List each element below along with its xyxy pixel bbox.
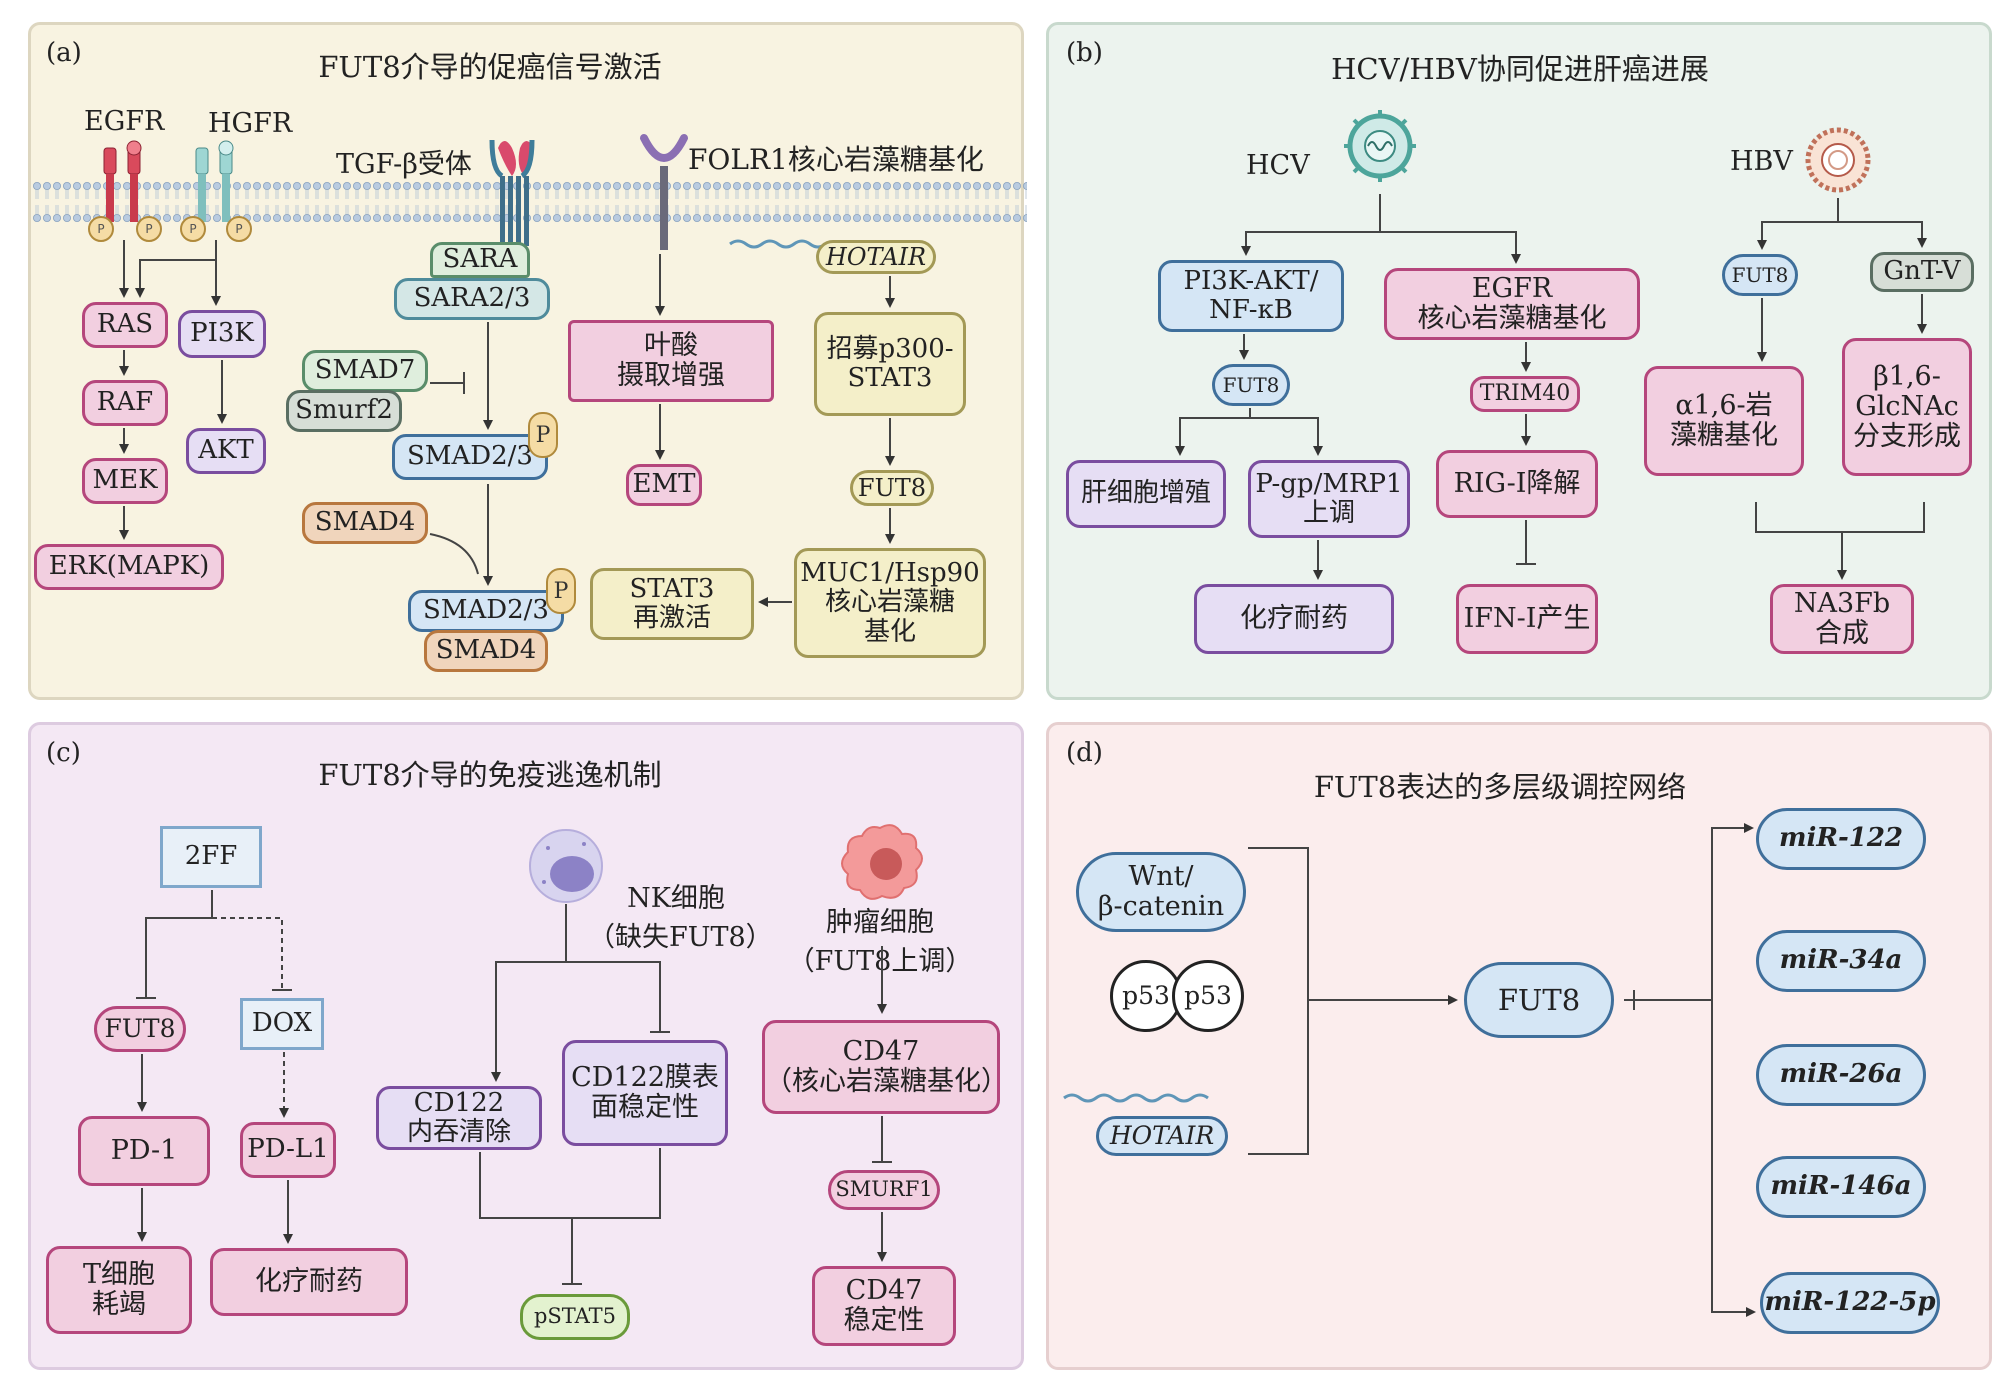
fut8-node-c: FUT8 [94, 1006, 186, 1052]
panel-b-title: HCV/HBV协同促进肝癌进展 [1331, 52, 1709, 86]
phospho-smad23-complex: P [546, 568, 576, 614]
trim40-node: TRIM40 [1470, 376, 1580, 412]
tgfb-receptor-label: TGF-β受体 [336, 149, 472, 180]
chemoresistance-node-c: 化疗耐药 [210, 1248, 408, 1316]
panel-a-title: FUT8介导的促癌信号激活 [318, 50, 662, 84]
stat3-reactivation-node: STAT3 再激活 [590, 568, 754, 640]
smad7-node: SMAD7 [302, 350, 428, 392]
panel-c-title: FUT8介导的免疫逃逸机制 [318, 758, 662, 792]
mir-34a-node: miR-34a [1756, 930, 1926, 992]
pstat5-node: pSTAT5 [520, 1294, 630, 1340]
panel-a-label: (a) [46, 38, 82, 68]
a16-fucosylation-node: α1,6-岩 藻糖基化 [1644, 366, 1804, 476]
pd1-node: PD-1 [78, 1116, 210, 1186]
cd47-core-fucosylation-node: CD47 （核心岩藻糖基化） [762, 1020, 1008, 1114]
mir-122-node: miR-122 [1756, 808, 1926, 870]
folate-uptake-node: 叶酸 摄取增强 [568, 320, 774, 402]
phospho-egfr-1: P [88, 216, 114, 242]
p53-node-2: p53 [1172, 960, 1244, 1032]
hotair-node-d: HOTAIR [1096, 1116, 1228, 1156]
hcv-label: HCV [1246, 150, 1310, 181]
egfr-core-fucosylation-node: EGFR 核心岩藻糖基化 [1384, 268, 1640, 340]
fut8-node-b-right: FUT8 [1722, 254, 1798, 296]
pi3k-node: PI3K [178, 310, 266, 358]
rig-i-degradation-node: RIG-I降解 [1436, 450, 1598, 518]
cell-membrane [32, 182, 1027, 222]
phospho-smad23: P [528, 412, 558, 458]
smurf1-node: SMURF1 [828, 1170, 940, 1210]
tumor-cell-label: 肿瘤细胞 （FUT8上调） [787, 907, 973, 977]
sara23-node: SARA2/3 [394, 278, 550, 320]
erk-node: ERK(MAPK) [34, 544, 224, 590]
t-cell-exhaustion-node: T细胞 耗竭 [46, 1246, 192, 1334]
sara-node: SARA [430, 242, 530, 278]
smad23-node: SMAD2/3 [392, 434, 548, 480]
folr1-label: FOLR1核心岩藻糖基化 [688, 143, 984, 176]
pdl1-node: PD-L1 [240, 1122, 336, 1178]
p53-node-1: p53 [1110, 960, 1182, 1032]
mir-146a-node: miR-146a [1756, 1156, 1926, 1218]
smurf2-node: Smurf2 [286, 390, 402, 432]
fut8-node-a: FUT8 [850, 470, 934, 506]
wnt-beta-catenin-node: Wnt/ β-catenin [1076, 852, 1246, 932]
pi3k-akt-nfkb-node: PI3K-AKT/ NF-κB [1158, 260, 1344, 332]
smad4-complex-node: SMAD4 [424, 630, 548, 672]
fut8-node-d: FUT8 [1464, 962, 1614, 1038]
panel-b-label: (b) [1066, 38, 1103, 68]
emt-node: EMT [626, 464, 702, 506]
mir-122-5p-node: miR-122-5p [1760, 1272, 1940, 1334]
hgfr-label: HGFR [208, 108, 293, 139]
raf-node: RAF [82, 380, 168, 426]
cd47-stability-node: CD47 稳定性 [812, 1266, 956, 1346]
gntv-node: GnT-V [1870, 252, 1974, 292]
fut8-node-b-left: FUT8 [1212, 364, 1290, 406]
mek-node: MEK [82, 458, 168, 504]
hbv-label: HBV [1730, 146, 1793, 177]
egfr-label: EGFR [84, 106, 165, 137]
panel-c-label: (c) [46, 738, 81, 768]
chemoresistance-node-b: 化疗耐药 [1194, 584, 1394, 654]
phospho-hgfr-1: P [180, 216, 206, 242]
dox-node: DOX [240, 998, 324, 1050]
ifn-i-production-node: IFN-I产生 [1456, 584, 1598, 654]
phospho-egfr-2: P [136, 216, 162, 242]
smad4-node: SMAD4 [302, 502, 428, 544]
mir-26a-node: miR-26a [1756, 1044, 1926, 1106]
b16-glcnac-branching-node: β1,6- GlcNAc 分支形成 [1842, 338, 1972, 476]
na3fb-synthesis-node: NA3Fb 合成 [1770, 584, 1914, 654]
2ff-node: 2FF [160, 826, 262, 888]
nk-cell-label: NK细胞 （缺失FUT8） [588, 883, 773, 953]
smad23-complex-node: SMAD2/3 [408, 590, 564, 632]
recruit-p300-stat3-node: 招募p300- STAT3 [814, 312, 966, 416]
panel-d-label: (d) [1066, 738, 1103, 768]
phospho-hgfr-2: P [226, 216, 252, 242]
cd122-endocytosis-node: CD122 内吞清除 [376, 1086, 542, 1150]
akt-node: AKT [186, 428, 266, 474]
muc1-hsp90-node: MUC1/Hsp90 核心岩藻糖 基化 [794, 548, 986, 658]
ras-node: RAS [82, 302, 168, 348]
hotair-node-a: HOTAIR [816, 240, 936, 274]
hepatocyte-proliferation-node: 肝细胞增殖 [1066, 460, 1226, 528]
cd122-surface-stability-node: CD122膜表 面稳定性 [562, 1040, 728, 1146]
panel-d-title: FUT8表达的多层级调控网络 [1313, 770, 1687, 804]
pgp-mrp1-node: P-gp/MRP1 上调 [1248, 460, 1410, 538]
